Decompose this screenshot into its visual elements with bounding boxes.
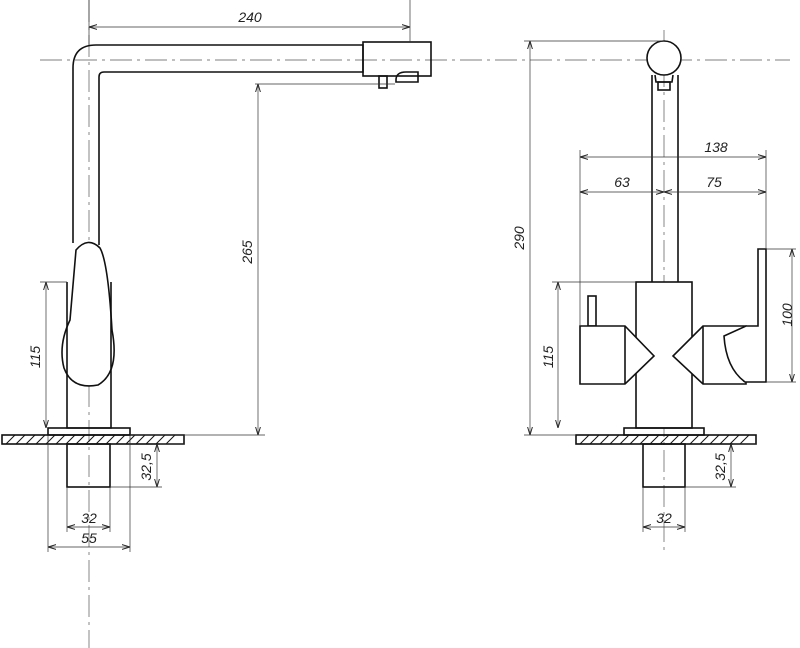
dim-body-height-left: 115 — [27, 346, 43, 369]
spout-head — [362, 41, 432, 77]
countertop-right — [575, 434, 757, 445]
dim-base-diameter-left: 55 — [81, 530, 97, 546]
dim-total-width: 138 — [704, 139, 728, 155]
countertop-hatching-right — [579, 434, 750, 445]
right-lever-handle — [723, 248, 767, 383]
dim-total-height: 290 — [511, 226, 527, 251]
dim-spout-reach: 240 — [237, 9, 262, 25]
dim-shank-length-left: 32,5 — [138, 453, 154, 480]
countertop-hatching-left — [5, 434, 176, 445]
dim-left-width: 63 — [614, 174, 630, 190]
spout-aerator — [395, 71, 419, 83]
dim-handle-height: 100 — [779, 303, 795, 327]
left-side-body — [579, 325, 656, 385]
front-view: 290 138 63 75 100 115 32,5 32 — [511, 30, 796, 552]
spout-nozzle — [378, 75, 388, 89]
dim-right-width: 75 — [706, 174, 722, 190]
dim-shank-diameter-left: 32 — [81, 510, 97, 526]
shank-right — [642, 443, 686, 488]
shank-left — [66, 443, 111, 488]
dim-spout-height: 265 — [239, 240, 255, 265]
spout-stem-front — [651, 75, 679, 282]
spout-outline — [72, 44, 364, 245]
lever-handle — [61, 241, 115, 387]
spout-nozzle-front — [657, 81, 671, 91]
left-handle-stem — [587, 295, 597, 327]
dim-body-height-right: 115 — [540, 346, 556, 369]
dim-shank-diameter-right: 32 — [656, 510, 672, 526]
spout-head-round — [646, 40, 682, 76]
dim-shank-length-right: 32,5 — [712, 453, 728, 480]
